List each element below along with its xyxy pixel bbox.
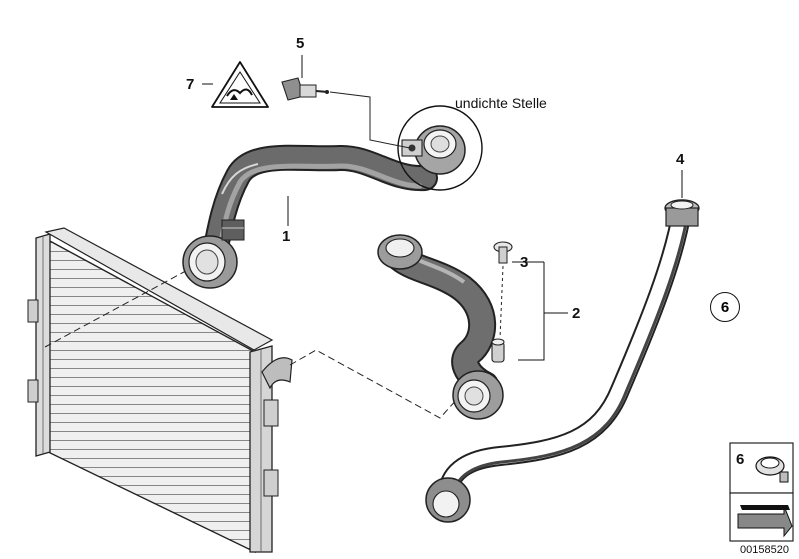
hose-2-top-connector <box>377 234 423 270</box>
sensor-5 <box>281 77 411 149</box>
hose-1-upper-connector <box>401 125 466 175</box>
label-hose-1: 1 <box>282 228 291 245</box>
warning-label-7 <box>211 61 269 108</box>
direction-arrow-icon <box>737 505 793 538</box>
document-number: 00158520 <box>740 544 789 556</box>
label-screw-3: 3 <box>520 254 529 271</box>
hose-4-bottom-connector <box>425 477 471 523</box>
connection-lines <box>44 265 459 419</box>
hose-2 <box>377 234 505 420</box>
label-sensor-5: 5 <box>296 35 305 52</box>
clip-icon <box>755 456 789 483</box>
leader-lines <box>202 55 683 361</box>
leak-annotation: undichte Stelle <box>455 95 547 111</box>
label-hose-2: 2 <box>572 305 581 322</box>
hose-4-top-connector <box>664 199 700 227</box>
inset-clip-box <box>729 442 794 542</box>
leak-highlight-circle <box>397 105 483 191</box>
hose-2-bottom-connector <box>452 370 504 420</box>
circled-ref-6: 6 <box>710 292 740 322</box>
hose-4 <box>425 199 700 523</box>
label-hose-4: 4 <box>676 151 685 168</box>
hose-1-lower-connector <box>182 219 245 289</box>
hose-1 <box>182 125 466 289</box>
radiator <box>27 227 293 554</box>
label-warning-7: 7 <box>186 76 195 93</box>
screw-3 <box>493 241 513 339</box>
inset-label-6: 6 <box>736 451 745 468</box>
